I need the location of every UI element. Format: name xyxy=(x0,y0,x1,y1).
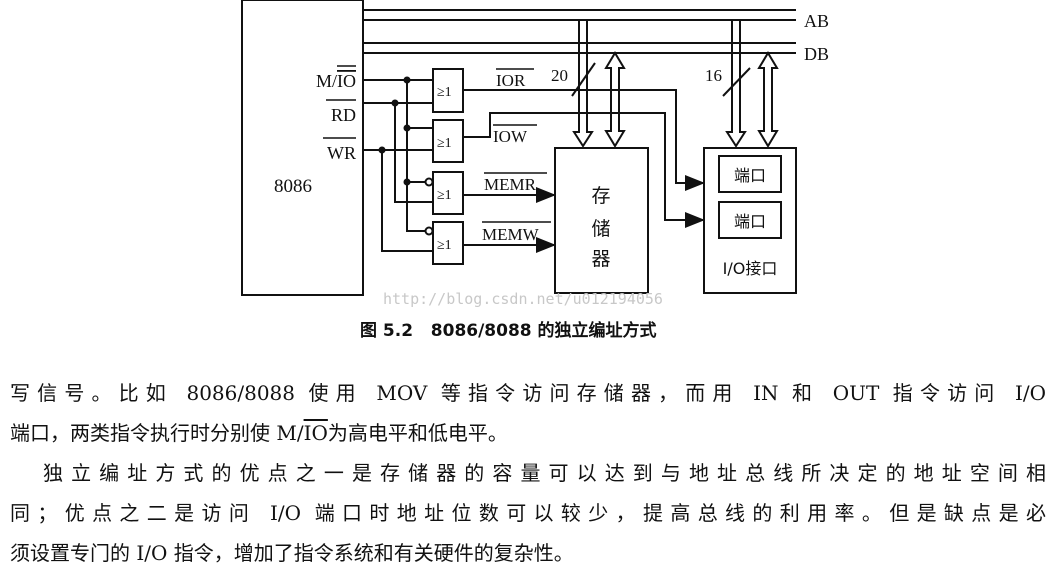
wr-label: WR xyxy=(327,143,356,163)
or-gate-iow xyxy=(432,119,464,163)
data-bus-label: DB xyxy=(804,44,829,64)
junction-dot xyxy=(378,146,386,154)
gate-label: ≥1 xyxy=(437,85,452,100)
text-line: 独立编址方式的优点之一是存储器的容量可以达到与地址总线所决定的地址空间相 xyxy=(43,461,1046,485)
rd-branch xyxy=(394,103,433,203)
io-address-width: 16 xyxy=(705,66,722,85)
memory-box xyxy=(554,147,649,294)
io-address-arrow xyxy=(725,20,747,148)
rd-label: RD xyxy=(331,105,356,125)
iow-line xyxy=(463,112,705,228)
or-gate-memr xyxy=(432,171,464,215)
memory-address-arrow xyxy=(572,20,594,148)
memory-address-width: 20 xyxy=(551,66,568,85)
inverter-bubble xyxy=(424,226,434,236)
memr-label: MEMR xyxy=(484,175,537,194)
bus-width-slash xyxy=(722,67,751,97)
io-overline-text: IO xyxy=(303,421,328,445)
ior-line xyxy=(463,89,705,191)
port-label: 端口 xyxy=(734,166,766,185)
gate-label: ≥1 xyxy=(437,238,452,253)
body-text: 写信号。比如 8086/8088 使用 MOV 等指令访问存储器，而用 IN 和… xyxy=(10,373,1046,573)
gate-label: ≥1 xyxy=(437,188,452,203)
junction-dot xyxy=(403,124,411,132)
iow-label: IOW xyxy=(493,127,528,146)
io-interface-label: I/O接口 xyxy=(723,259,778,278)
junction-dot xyxy=(403,76,411,84)
watermark: http://blog.csdn.net/u012194056 xyxy=(383,290,663,308)
wr-branch xyxy=(381,150,433,252)
cpu-8086-box xyxy=(241,0,364,296)
figure-caption: 图 5.2 8086/8088 的独立编址方式 xyxy=(360,320,657,341)
text-line: 端口，两类指令执行时分别使 M/IO为高电平和低电平。 xyxy=(10,413,1046,453)
text-line: 写信号。比如 8086/8088 使用 MOV 等指令访问存储器，而用 IN 和… xyxy=(10,381,1046,405)
io-interface-box xyxy=(703,147,797,294)
junction-dot xyxy=(391,99,399,107)
memory-char: 存 xyxy=(591,185,610,207)
text-line: 须设置专门的 I/O 指令，增加了指令系统和有关硬件的复杂性。 xyxy=(10,541,574,565)
text-span: 为高电平和低电平。 xyxy=(327,421,508,445)
memory-char: 储 xyxy=(591,218,610,240)
mio-label: M/IO xyxy=(316,71,356,91)
or-gate-memw xyxy=(432,221,464,265)
gate-label: ≥1 xyxy=(437,136,452,151)
memory-data-arrow xyxy=(604,51,626,148)
inverter-bubble xyxy=(424,177,434,187)
bus-width-slash xyxy=(571,62,596,97)
text-span: 端口，两类指令执行时分别使 M/ xyxy=(10,421,304,445)
memw-label: MEMW xyxy=(482,225,540,244)
io-port-box xyxy=(718,201,782,239)
port-label: 端口 xyxy=(734,212,766,231)
text-line: 同；优点之二是访问 I/O 端口时地址位数可以较少，提高总线的利用率。但是缺点是… xyxy=(10,501,1046,525)
memory-char: 器 xyxy=(591,248,610,270)
ior-label: IOR xyxy=(496,71,526,90)
junction-dot xyxy=(403,178,411,186)
io-data-arrow xyxy=(757,51,779,148)
address-bus-label: AB xyxy=(804,11,829,31)
io-port-box xyxy=(718,155,782,193)
cpu-label: 8086 xyxy=(274,176,312,197)
